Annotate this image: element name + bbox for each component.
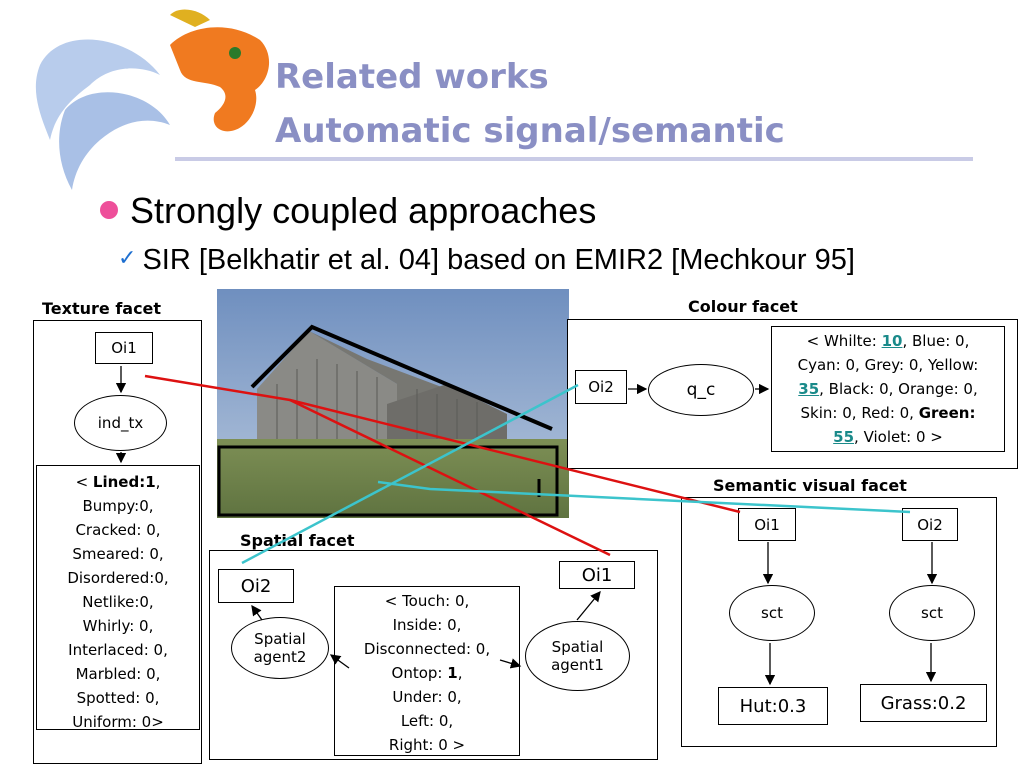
semantic-result-hut: Hut:0.3 — [718, 687, 828, 725]
texture-value: Interlaced: 0, — [68, 641, 168, 659]
texture-value-first: < Lined:1, — [75, 473, 161, 491]
texture-value: Disordered:0, — [67, 569, 169, 587]
semantic-object-oi1: Oi1 — [738, 508, 796, 541]
texture-value: Uniform: 0> — [72, 713, 164, 731]
semantic-facet-label: Semantic visual facet — [713, 476, 907, 495]
semantic-result-grass: Grass:0.2 — [860, 684, 987, 722]
semantic-operator-left: sct — [729, 585, 815, 641]
texture-operator-node: ind_tx — [74, 395, 167, 451]
spatial-agent1-node: Spatial agent1 — [525, 621, 630, 691]
colour-object-oi2: Oi2 — [575, 370, 627, 404]
spatial-facet-label: Spatial facet — [240, 531, 355, 550]
texture-value: Cracked: 0, — [75, 521, 161, 539]
colour-values-box: < Whilte: 10, Blue: 0, Cyan: 0, Grey: 0,… — [771, 326, 1005, 452]
texture-object-oi1: Oi1 — [95, 332, 153, 364]
texture-value: Smeared: 0, — [72, 545, 164, 563]
texture-value: Bumpy:0, — [82, 497, 154, 515]
hut-photo — [217, 289, 569, 518]
texture-value: Netlike:0, — [82, 593, 154, 611]
bullet-level2: ✓SIR [Belkhatir et al. 04] based on EMIR… — [118, 244, 855, 276]
semantic-operator-right: sct — [889, 585, 975, 641]
texture-facet-label: Texture facet — [42, 299, 162, 318]
texture-value: Whirly: 0, — [82, 617, 154, 635]
texture-value: Spotted: 0, — [76, 689, 160, 707]
check-icon: ✓ — [118, 245, 137, 270]
colour-facet-label: Colour facet — [688, 297, 798, 316]
spatial-object-oi1: Oi1 — [559, 561, 635, 589]
dolphin-dragon-logo — [35, 9, 270, 190]
title-underline — [175, 157, 973, 161]
semantic-object-oi2: Oi2 — [902, 508, 958, 541]
bullet-level1: Strongly coupled approaches — [100, 190, 596, 232]
page-title: Related works Automatic signal/semantic — [275, 57, 785, 151]
bullet-dot-icon — [100, 201, 118, 219]
spatial-object-oi2: Oi2 — [218, 569, 294, 603]
colour-operator-node: q_c — [648, 364, 754, 416]
texture-values-box: < Lined:1, Bumpy:0, Cracked: 0, Smeared:… — [36, 465, 200, 731]
spatial-agent2-node: Spatial agent2 — [231, 617, 329, 679]
spatial-values-box: < Touch: 0, Inside: 0, Disconnected: 0, … — [334, 586, 520, 756]
texture-value: Marbled: 0, — [75, 665, 161, 683]
